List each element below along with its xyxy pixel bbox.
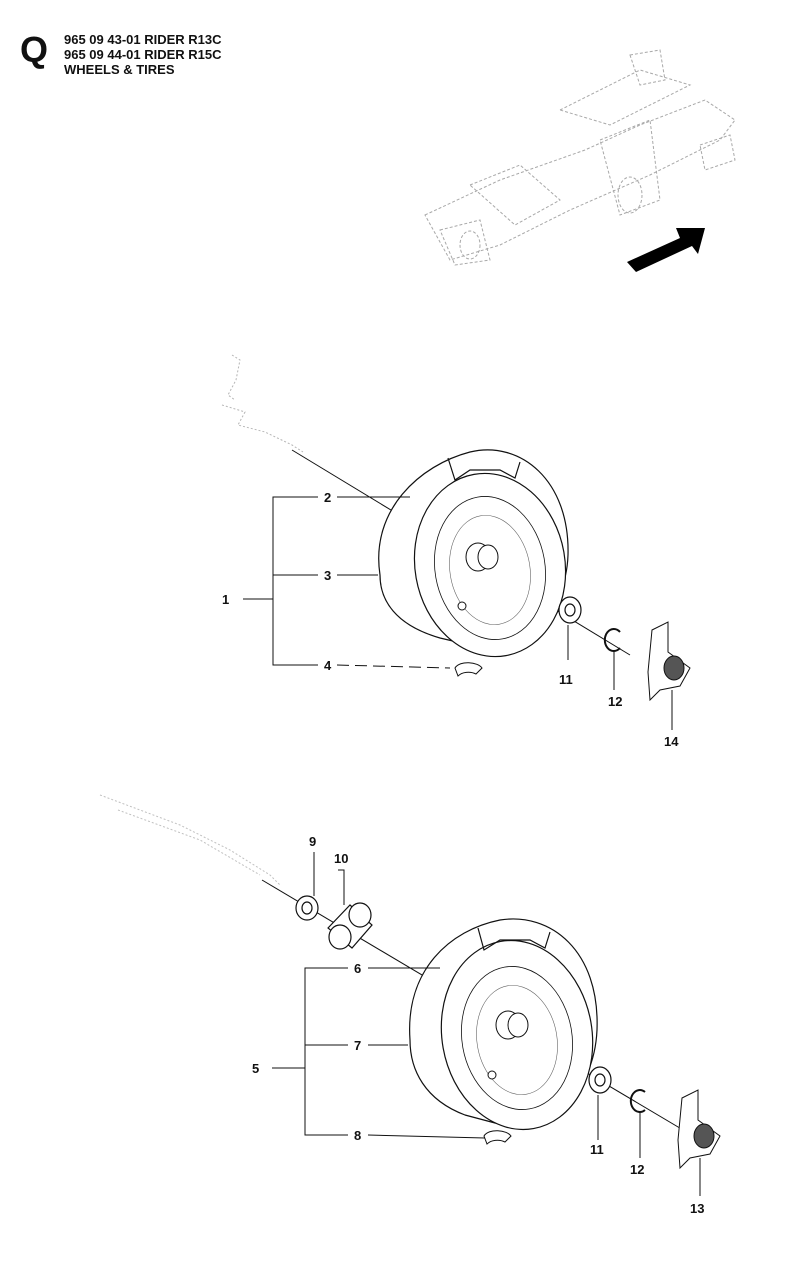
lower-hub-cap: [677, 1089, 721, 1170]
overview-frame-sketch: [424, 49, 736, 266]
lower-clip: [629, 1089, 646, 1113]
upper-callout-14: 14: [664, 734, 679, 749]
upper-valve-part: [454, 662, 483, 677]
lower-callout-6: 6: [354, 961, 361, 976]
lower-callout-12: 12: [630, 1162, 644, 1177]
lower-spacer: [327, 902, 373, 950]
lower-callout-13: 13: [690, 1201, 704, 1216]
upper-washer: [558, 596, 582, 624]
lower-callout-7: 7: [354, 1038, 361, 1053]
upper-hub: [465, 542, 499, 572]
lower-leader-lines: [272, 852, 701, 1196]
lower-washer-9: [295, 895, 319, 921]
direction-arrow-icon: [627, 228, 705, 272]
section-letter: Q: [20, 29, 49, 70]
lower-callout-9: 9: [309, 834, 316, 849]
upper-wheel-assembly: 1 2 3 4 11 12 14: [221, 354, 691, 749]
upper-callout-1: 1: [222, 592, 229, 607]
lower-wheel-assembly: 5 6 7 8 9 10 11 12 13: [99, 794, 721, 1216]
upper-callout-3: 3: [324, 568, 331, 583]
upper-hub-cap: [647, 621, 691, 702]
upper-clip: [603, 628, 621, 652]
title-block: 965 09 43-01 RIDER R13C 965 09 44-01 RID…: [64, 32, 364, 77]
lower-callout-5: 5: [252, 1061, 259, 1076]
upper-callout-12: 12: [608, 694, 622, 709]
lower-axle-sketch: [99, 794, 281, 886]
upper-callout-2: 2: [324, 490, 331, 505]
lower-valve: [487, 1070, 497, 1080]
upper-callout-4: 4: [324, 658, 332, 673]
upper-callout-11: 11: [559, 672, 573, 687]
model-line-1: 965 09 43-01 RIDER R13C: [64, 32, 222, 47]
lower-callout-8: 8: [354, 1128, 361, 1143]
section-title: WHEELS & TIRES: [64, 62, 175, 77]
lower-hub: [495, 1010, 529, 1040]
model-line-2: 965 09 44-01 RIDER R15C: [64, 47, 222, 62]
lower-callout-10: 10: [334, 851, 348, 866]
lower-callout-11: 11: [590, 1142, 604, 1157]
lower-washer-11: [588, 1066, 612, 1094]
upper-leader-lines: [243, 496, 673, 730]
upper-valve: [457, 601, 467, 611]
lower-valve-part: [483, 1130, 512, 1145]
upper-axle-sketch: [221, 354, 304, 453]
